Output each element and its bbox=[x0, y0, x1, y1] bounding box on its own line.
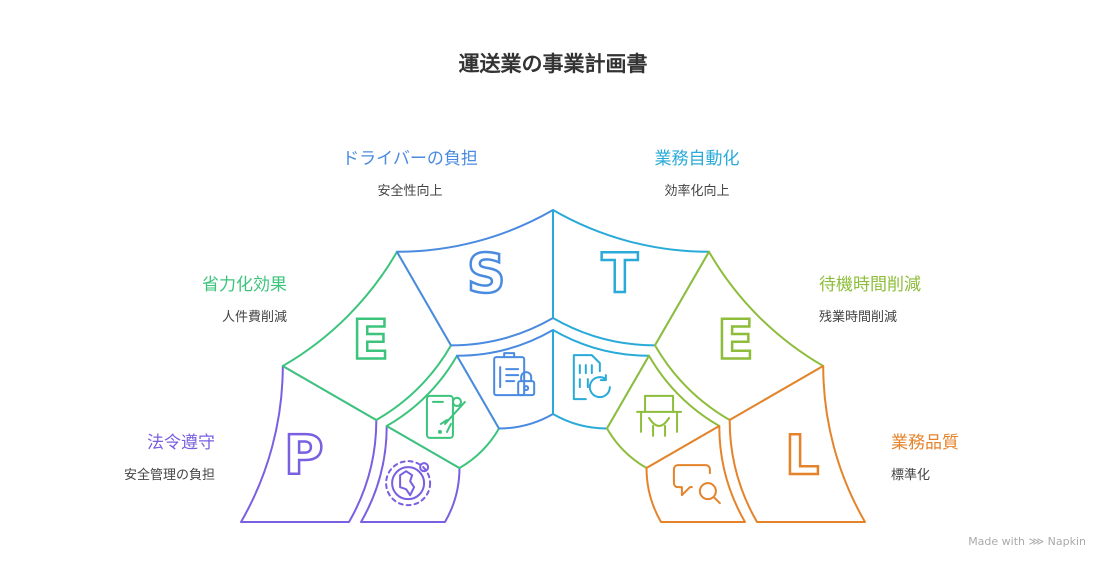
clipboard-lock-icon bbox=[493, 352, 536, 397]
label-p: 法令遵守 bbox=[147, 433, 215, 453]
letter-p: P bbox=[284, 424, 324, 487]
letter-s: S bbox=[467, 242, 506, 305]
phone-rocket-icon bbox=[425, 394, 466, 439]
globe-icon bbox=[385, 460, 432, 507]
sub-e1: 人件費削減 bbox=[221, 310, 287, 325]
label-l: 業務品質 bbox=[891, 433, 959, 453]
label-e2: 待機時間削減 bbox=[819, 275, 921, 295]
inner-sector-l bbox=[645, 425, 746, 523]
sub-l: 標準化 bbox=[891, 468, 931, 483]
label-e1: 省力化効果 bbox=[202, 275, 287, 295]
desk-chair-icon bbox=[636, 394, 683, 437]
diagram-title: 運送業の事業計画書 bbox=[458, 52, 648, 76]
letter-e: E bbox=[352, 309, 389, 372]
letter-l: L bbox=[785, 424, 819, 487]
label-t: 業務自動化 bbox=[654, 149, 740, 169]
chat-search-icon bbox=[672, 464, 721, 505]
sub-p: 安全管理の負担 bbox=[123, 468, 215, 483]
letter-t: T bbox=[601, 242, 638, 305]
sub-e2: 残業時間削減 bbox=[819, 310, 898, 325]
binary-file-refresh-icon bbox=[572, 354, 611, 401]
sub-t: 効率化向上 bbox=[664, 184, 730, 199]
label-s: ドライバーの負担 bbox=[342, 149, 478, 169]
sub-s: 安全性向上 bbox=[377, 184, 443, 199]
letter-e: E bbox=[717, 309, 754, 372]
outer-sector-l bbox=[728, 365, 866, 523]
napkin-watermark: Made with ⋙ Napkin bbox=[968, 535, 1086, 548]
